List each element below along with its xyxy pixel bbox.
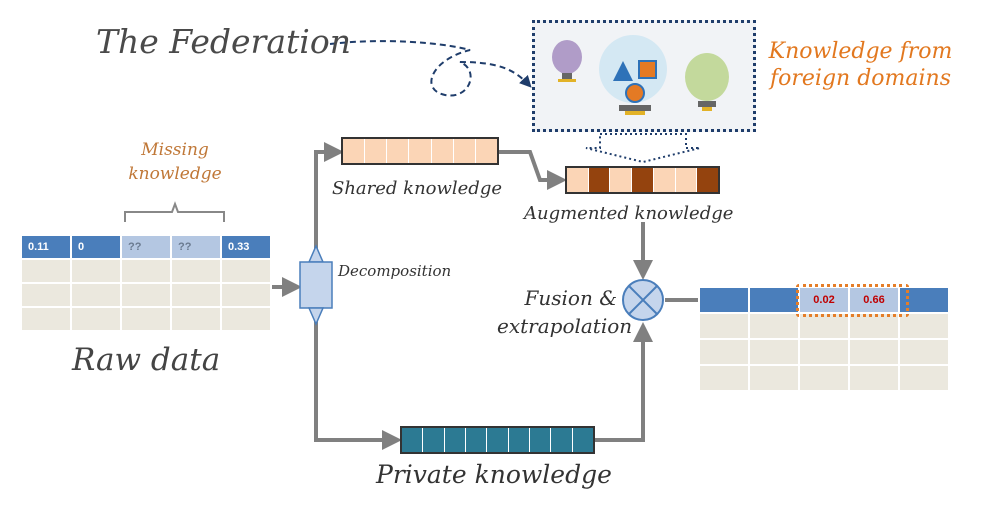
foreign-down-arrow: [585, 133, 701, 164]
raw-cell: 0.33: [222, 236, 270, 258]
decomposition-arrow: [299, 244, 333, 326]
raw-data-label: Raw data: [72, 342, 221, 378]
predicted-cell: 0.02: [800, 288, 848, 312]
output-cell: [700, 288, 748, 312]
output-empty-row: [700, 340, 948, 364]
federation-dashed-arrow: [329, 40, 532, 97]
output-table: 0.02 0.66: [698, 286, 950, 392]
purple-bulb-icon: [552, 40, 582, 82]
shared-knowledge-strip: [341, 137, 499, 165]
raw-data-table: 0.11 0 ?? ?? 0.33: [20, 234, 272, 332]
private-knowledge-strip: [400, 426, 595, 454]
federation-title: The Federation: [96, 22, 351, 61]
foreign-knowledge-label: Knowledge from foreign domains: [768, 39, 953, 91]
private-knowledge-label: Private knowledge: [376, 460, 612, 489]
raw-empty-row: [22, 284, 270, 306]
fusion-node: [622, 279, 664, 321]
predicted-cell: 0.66: [850, 288, 898, 312]
lightbulb-icons: [552, 35, 729, 115]
raw-missing-cell: ??: [172, 236, 220, 258]
augmented-knowledge-strip: [565, 166, 720, 194]
raw-missing-cell: ??: [122, 236, 170, 258]
augmented-knowledge-label: Augmented knowledge: [524, 203, 734, 224]
decomposition-label: Decomposition: [338, 262, 452, 280]
raw-header-row: 0.11 0 ?? ?? 0.33: [22, 236, 270, 258]
foreign-domains-box: [532, 20, 756, 132]
shared-knowledge-label: Shared knowledge: [332, 178, 503, 199]
fusion-label: Fusion & extrapolation: [497, 286, 633, 338]
output-empty-row: [700, 366, 948, 390]
center-bulb-icon: [599, 35, 667, 115]
prediction-highlight: [796, 284, 909, 317]
green-bulb-icon: [685, 53, 729, 111]
missing-brace: [124, 201, 225, 222]
missing-knowledge-label: Missing knowledge: [128, 140, 222, 184]
raw-empty-row: [22, 308, 270, 330]
raw-cell: 0: [72, 236, 120, 258]
raw-empty-row: [22, 260, 270, 282]
output-empty-row: [700, 314, 948, 338]
raw-cell: 0.11: [22, 236, 70, 258]
output-cell: [750, 288, 798, 312]
